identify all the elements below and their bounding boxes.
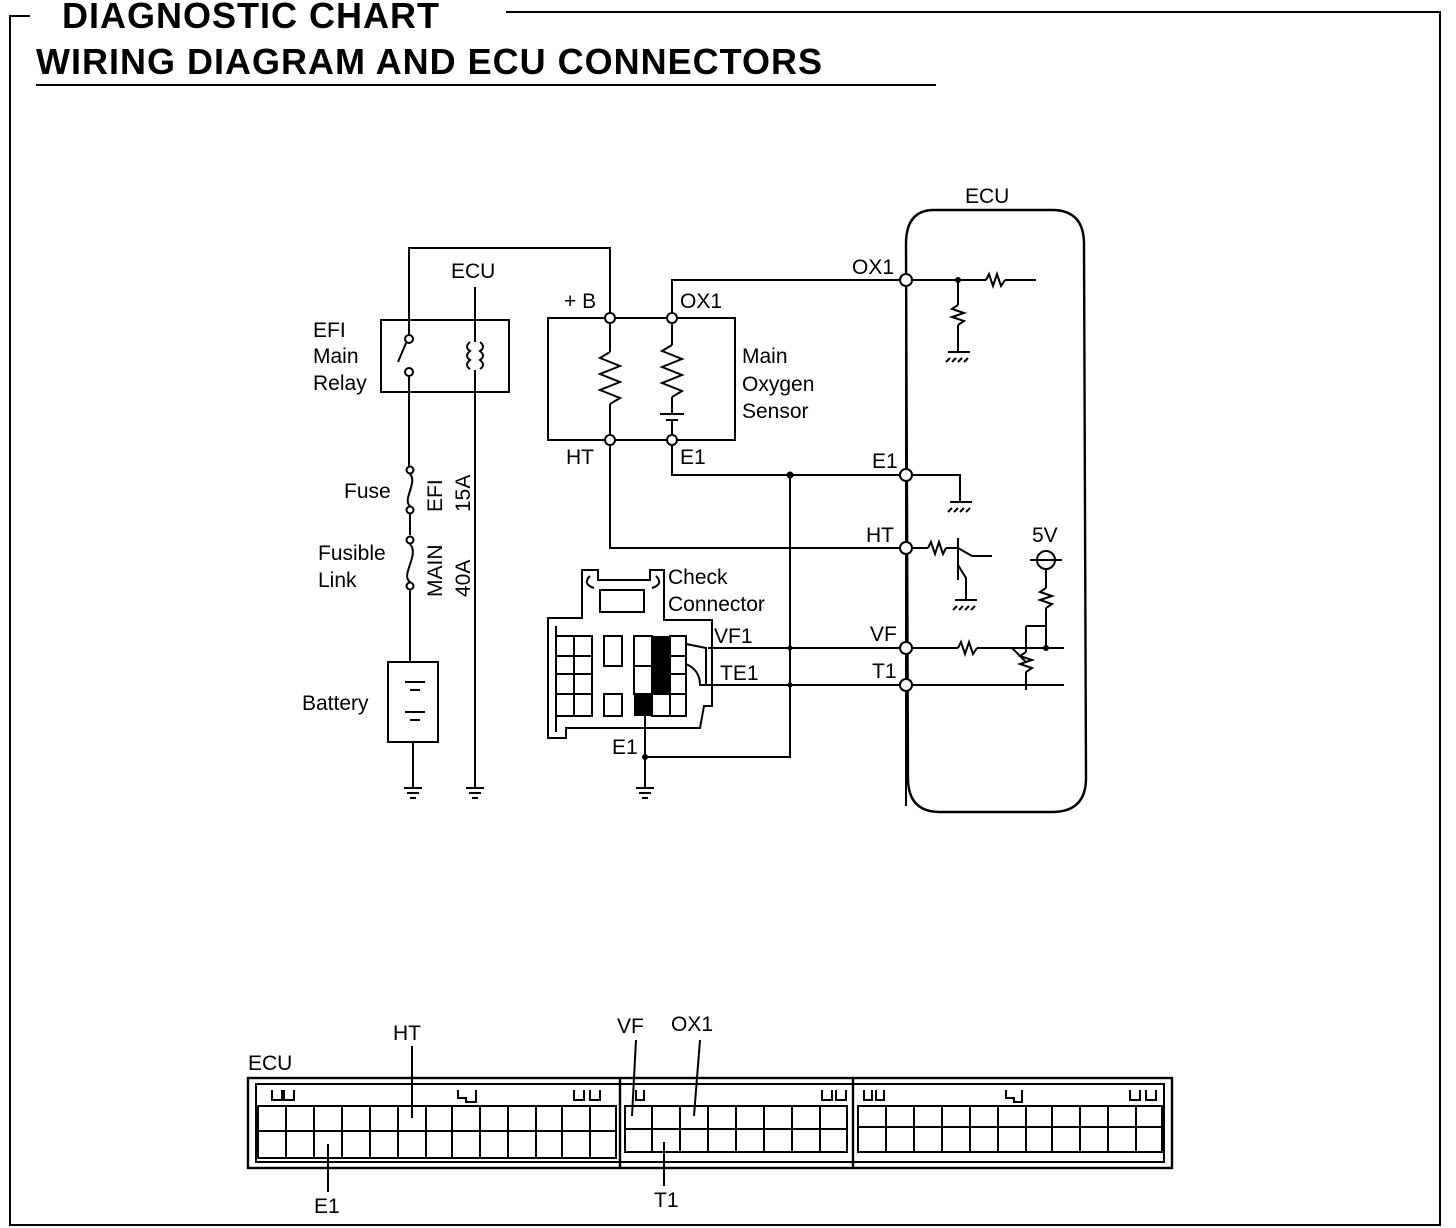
ecu-pin-t1: T1 [872,660,897,683]
fuse-label: Fuse [344,480,391,503]
fusible-link-name: MAIN [424,545,447,598]
ecu-connector-label: ECU [248,1052,292,1075]
ecu-connector-pin-t1: T1 [654,1189,679,1212]
check-pin-te1: TE1 [720,662,759,685]
relay-label-line1: EFI [313,319,346,342]
ecu-pin-ht: HT [866,524,894,547]
ecu-connector-pin-ox1: OX1 [671,1013,713,1036]
sensor-label-line2: Oxygen [742,373,814,396]
fuse-rating: 15A [452,475,475,512]
chart-title: DIAGNOSTIC CHART [62,0,440,36]
main-oxygen-sensor [547,312,736,446]
ecu-pin-vf: VF [870,623,897,646]
signal-wires [609,279,900,758]
sensor-pin-plus-b: + B [564,290,596,313]
battery [387,661,439,743]
sensor-label-line1: Main [742,345,788,368]
check-pin-vf1: VF1 [714,625,753,648]
efi-main-relay [380,319,510,393]
page-frame [9,11,1441,1226]
relay-label-line2: Main [313,345,359,368]
fusible-link-label-line1: Fusible [318,542,386,565]
relay-label-line3: Relay [313,372,367,395]
sensor-pin-ht: HT [566,446,594,469]
sensor-pin-e1: E1 [680,446,706,469]
relay-ecu-label: ECU [451,260,495,283]
ecu-block [899,208,1088,814]
ecu-block-label: ECU [965,185,1009,208]
check-pin-e1: E1 [612,736,638,759]
sensor-label-line3: Sensor [742,400,809,423]
ecu-connector [246,1039,1174,1192]
ecu-connector-pin-ht: HT [393,1022,421,1045]
ecu-pin-e1: E1 [872,450,898,473]
chart-subtitle: WIRING DIAGRAM AND ECU CONNECTORS [36,41,823,82]
ecu-connector-pin-e1: E1 [314,1195,340,1218]
fusible-link-label-line2: Link [318,569,357,592]
fusible-link-rating: 40A [452,560,475,597]
check-connector [547,569,713,799]
ecu-connector-pin-vf: VF [617,1015,644,1038]
sensor-pin-ox1: OX1 [680,290,722,313]
ecu-pin-ox1: OX1 [852,256,894,279]
power-supply-circuit [380,247,611,799]
check-connector-label-line1: Check [668,566,728,589]
supply-5v-label: 5V [1032,524,1058,547]
battery-label: Battery [302,692,369,715]
check-connector-label-line2: Connector [668,593,765,616]
fuse-name: EFI [424,479,447,512]
